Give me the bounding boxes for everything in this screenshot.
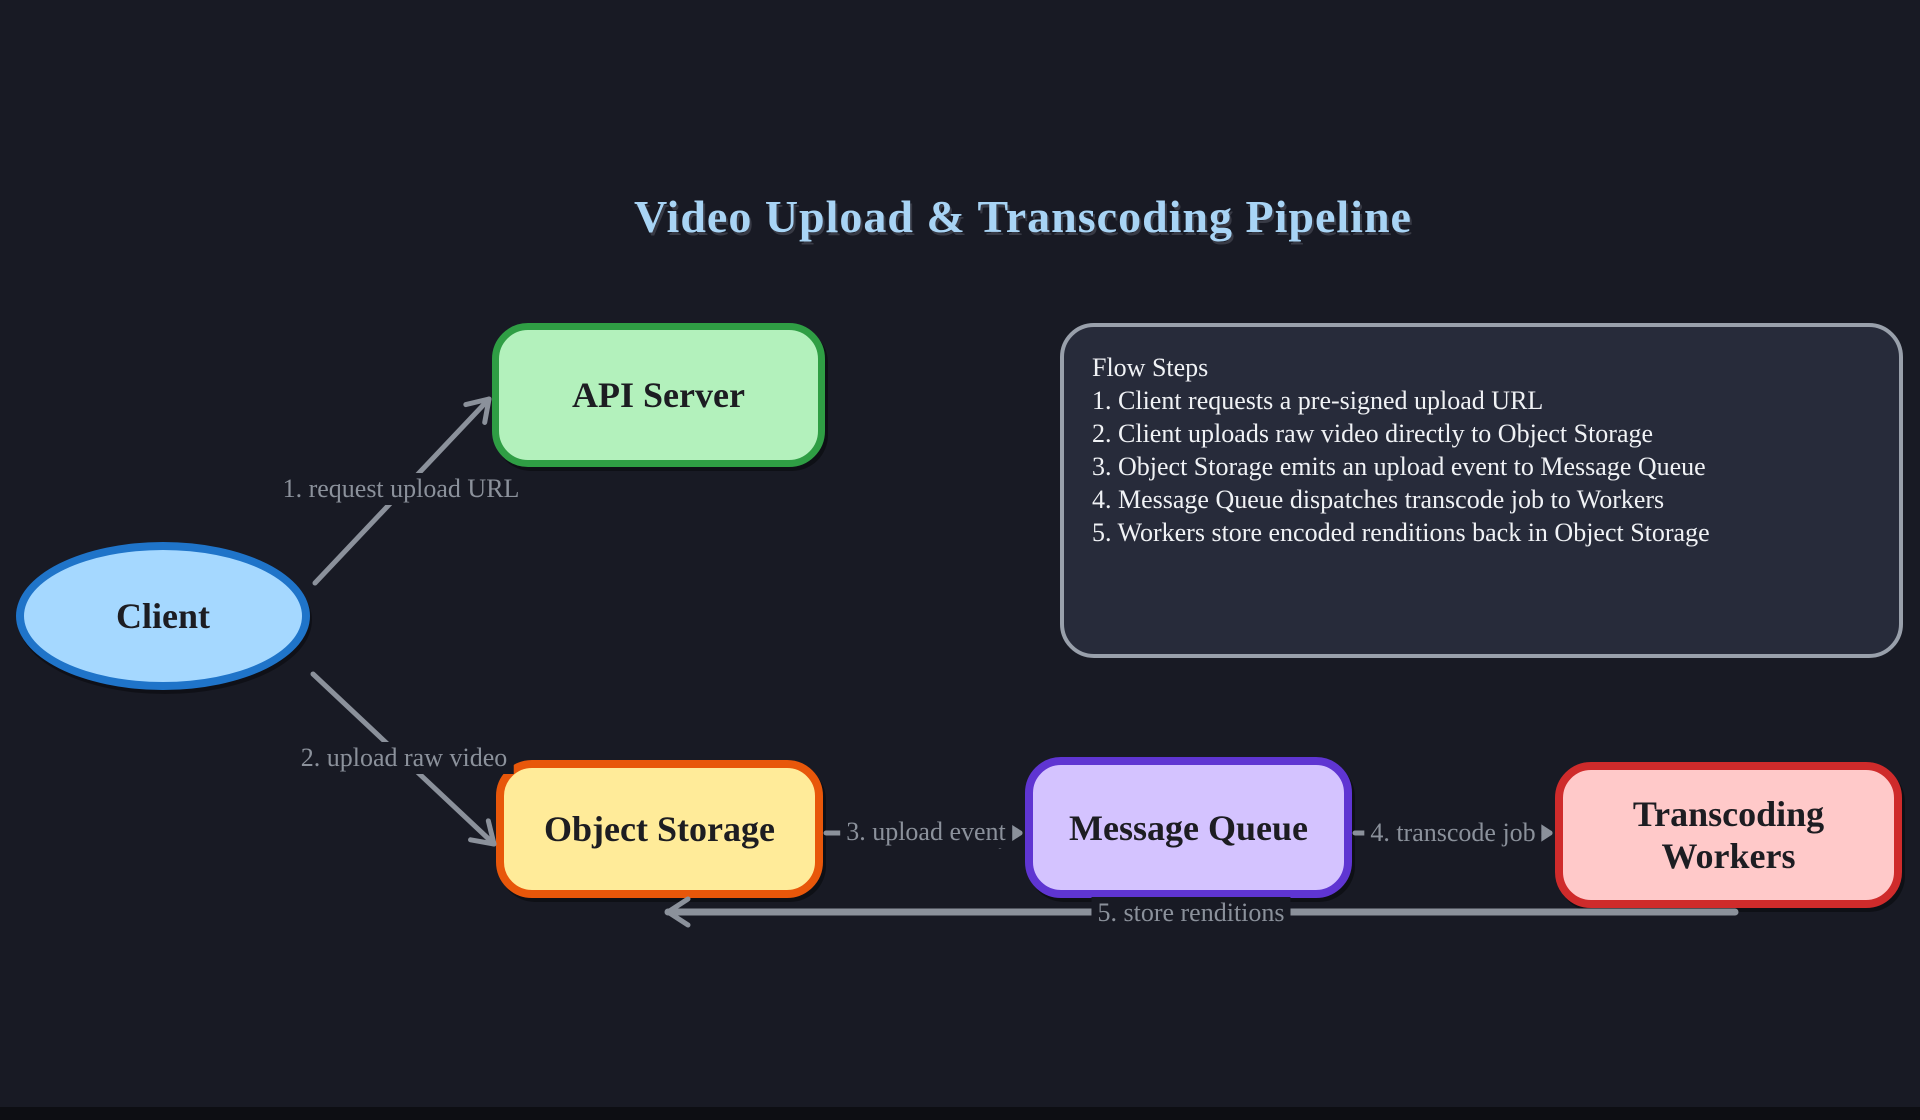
edge-label-upload-event: 3. upload event [840,816,1012,848]
diagram-title: Video Upload & Transcoding Pipeline [634,191,1412,242]
node-object-storage[interactable]: Object Storage [496,760,823,898]
node-transcoding-workers-label: Transcoding Workers [1632,793,1825,876]
edge-label-transcode-job: 4. transcode job [1364,817,1542,849]
node-transcoding-workers[interactable]: Transcoding Workers [1555,762,1902,908]
node-object-storage-label: Object Storage [544,809,775,849]
edge-label-upload-raw-video: 2. upload raw video [294,742,514,774]
flow-step-5: 5. Workers store encoded renditions back… [1092,518,1710,547]
node-message-queue-label: Message Queue [1069,807,1308,848]
node-client[interactable]: Client [16,542,310,690]
node-api-server-label: API Server [572,375,745,415]
flow-step-3: 3. Object Storage emits an upload event … [1092,452,1706,481]
node-client-label: Client [116,596,210,636]
node-api-server[interactable]: API Server [492,323,825,467]
flow-step-1: 1. Client requests a pre-signed upload U… [1092,386,1544,415]
edge-label-store-renditions: 5. store renditions [1091,897,1291,929]
canvas-bottom-edge [0,1107,1920,1120]
flow-steps-title: Flow Steps [1092,353,1209,382]
node-message-queue[interactable]: Message Queue [1025,757,1352,898]
edge-label-request-upload-url: 1. request upload URL [276,473,526,505]
flow-step-2: 2. Client uploads raw video directly to … [1092,419,1654,448]
flow-step-4: 4. Message Queue dispatches transcode jo… [1092,485,1665,514]
flow-steps-panel[interactable]: Flow Steps 1. Client requests a pre-sign… [1060,323,1903,658]
